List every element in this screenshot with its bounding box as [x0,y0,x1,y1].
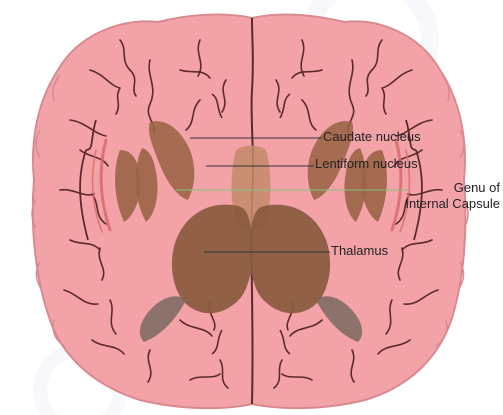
label-lentiform-nucleus: Lentiform nucleus [315,156,418,172]
label-thalamus: Thalamus [331,243,388,259]
label-caudate-nucleus: Caudate nucleus [323,129,421,145]
label-genu-line2: Internal Capsule [380,196,500,212]
label-genu-internal-capsule: Genu of Internal Capsule [380,180,500,212]
label-genu-line1: Genu of [380,180,500,196]
